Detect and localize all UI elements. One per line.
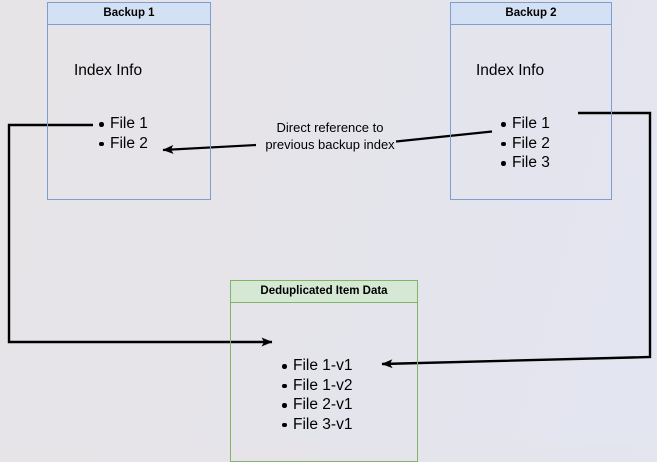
diagram-canvas: Backup 1 Index Info File 1 File 2 Backup… bbox=[7, 2, 652, 462]
list-item: File 2 bbox=[501, 134, 550, 152]
node-deduplicated-item-data[interactable]: Deduplicated Item Data File 1-v1 File 1-… bbox=[230, 280, 418, 462]
list-item: File 1 bbox=[99, 115, 148, 132]
list-item: File 1 bbox=[501, 115, 550, 132]
backup1-file-list: File 1 File 2 bbox=[96, 114, 148, 153]
node-backup2-header: Backup 2 bbox=[450, 2, 612, 25]
node-backup1-header: Backup 1 bbox=[47, 2, 211, 25]
caption-line-1: Direct reference to bbox=[276, 120, 384, 135]
list-item: File 1-v1 bbox=[281, 357, 353, 374]
list-item: File 2-v1 bbox=[281, 396, 353, 413]
dedup-file-list: File 1-v1 File 1-v2 File 2-v1 File 3-v1 bbox=[279, 356, 352, 434]
list-item: File 2 bbox=[99, 134, 148, 152]
backup2-file-list: File 1 File 2 File 3 bbox=[498, 114, 550, 173]
connector-caption: Direct reference to previous backup inde… bbox=[245, 120, 415, 153]
backup2-index-info-label: Index Info bbox=[476, 62, 545, 79]
node-backup1[interactable]: Backup 1 Index Info File 1 File 2 bbox=[47, 2, 211, 200]
caption-line-2: previous backup index bbox=[265, 136, 395, 152]
list-item: File 3-v1 bbox=[281, 415, 353, 433]
node-backup1-body: Index Info File 1 File 2 bbox=[47, 25, 211, 200]
node-backup2-body: Index Info File 1 File 2 File 3 bbox=[450, 25, 612, 200]
node-backup2[interactable]: Backup 2 Index Info File 1 File 2 File 3 bbox=[450, 2, 612, 200]
list-item: File 3 bbox=[501, 154, 550, 171]
backup1-index-info-label: Index Info bbox=[74, 62, 143, 79]
list-item: File 1-v2 bbox=[281, 376, 353, 394]
node-dedup-header: Deduplicated Item Data bbox=[230, 280, 418, 303]
node-dedup-body: File 1-v1 File 1-v2 File 2-v1 File 3-v1 bbox=[230, 303, 418, 462]
